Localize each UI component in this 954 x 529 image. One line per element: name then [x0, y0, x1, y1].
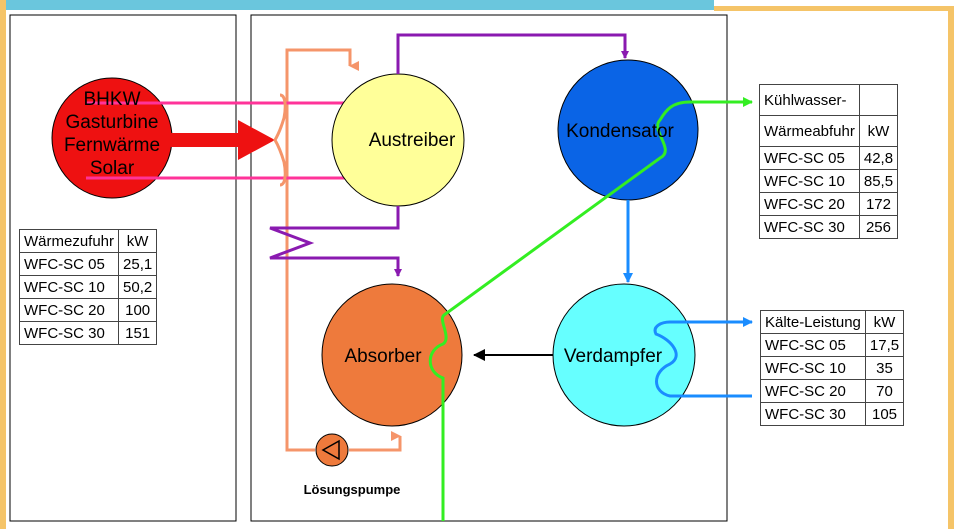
table-cell-value: 151	[118, 321, 158, 345]
pump-label: Lösungspumpe	[304, 482, 401, 497]
heat-source-label-4: Solar	[90, 158, 135, 179]
table-cell-value: 50,2	[118, 275, 158, 299]
table-header-empty	[858, 84, 899, 116]
heat-source-label-2: Gasturbine	[66, 112, 159, 133]
table-row: Wärmezufuhr kW	[18, 229, 158, 253]
table-cell: WFC-SC 05	[760, 333, 866, 357]
table-cell: WFC-SC 05	[759, 146, 860, 170]
table-row: WFC-SC 10 85,5	[759, 169, 899, 193]
absorber-label: Absorber	[344, 346, 422, 367]
table-cell-value: 85,5	[858, 169, 899, 193]
table-row: WFC-SC 20 100	[18, 298, 158, 322]
solution-circuit	[285, 48, 402, 452]
table-row: WFC-SC 30 256	[759, 215, 899, 239]
table-header: Kälte-Leistung	[760, 310, 866, 334]
verdampfer-label: Verdampfer	[564, 346, 663, 367]
table-header: Wärmezufuhr	[18, 229, 120, 253]
solution-heat-exchanger	[269, 206, 402, 277]
table-cell: WFC-SC 20	[760, 379, 866, 403]
austreiber-label: Austreiber	[369, 130, 456, 151]
table-row: WFC-SC 05 17,5	[760, 333, 905, 357]
chilled-water-line	[653, 317, 753, 398]
table-row: WFC-SC 20 172	[759, 192, 899, 216]
table-row: Kühlwasser-	[759, 84, 899, 116]
table-cell-value: 25,1	[118, 252, 158, 276]
table-cell: WFC-SC 30	[759, 215, 860, 239]
table-header: Kühlwasser-	[759, 84, 860, 116]
table-row: WFC-SC 10 50,2	[18, 275, 158, 299]
heat-exchanger-brace	[273, 93, 287, 187]
table-cell-value: 35	[864, 356, 905, 380]
table-header-unit: kW	[118, 229, 158, 253]
table-row: WFC-SC 10 35	[760, 356, 905, 380]
kuehlwasser-table: Kühlwasser- Wärmeabfuhr kW WFC-SC 05 42,…	[759, 84, 899, 239]
table-cell-value: 17,5	[864, 333, 905, 357]
vapour-line	[396, 33, 629, 74]
table-cell: WFC-SC 10	[760, 356, 866, 380]
table-cell: WFC-SC 10	[759, 169, 860, 193]
table-cell: WFC-SC 20	[759, 192, 860, 216]
table-cell: WFC-SC 30	[18, 321, 120, 345]
table-cell: WFC-SC 05	[18, 252, 120, 276]
table-row: WFC-SC 20 70	[760, 379, 905, 403]
cooling-water-line	[428, 97, 753, 521]
machine-box	[250, 14, 728, 522]
heat-source-label-3: Fernwärme	[64, 135, 160, 156]
table-cell-value: 100	[118, 298, 158, 322]
table-row: Wärmeabfuhr kW	[759, 115, 899, 147]
table-cell: WFC-SC 30	[760, 402, 866, 426]
kondensator-label: Kondensator	[566, 121, 674, 142]
table-cell-value: 172	[858, 192, 899, 216]
table-row: Kälte-Leistung kW	[760, 310, 905, 334]
top-border-cyan	[0, 0, 714, 10]
table-row: WFC-SC 30 105	[760, 402, 905, 426]
right-border	[948, 6, 954, 529]
table-cell-value: 70	[864, 379, 905, 403]
absorber-circle	[321, 283, 463, 427]
left-panel	[9, 14, 237, 522]
table-row: WFC-SC 05 42,8	[759, 146, 899, 170]
table-cell: WFC-SC 10	[18, 275, 120, 299]
table-cell: WFC-SC 20	[18, 298, 120, 322]
heat-source-label-1: BHKW	[84, 89, 141, 110]
table-cell-value: 42,8	[858, 146, 899, 170]
table-header-unit: kW	[864, 310, 905, 334]
kaelteleistung-table: Kälte-Leistung kW WFC-SC 05 17,5 WFC-SC …	[760, 310, 905, 426]
left-border	[0, 0, 6, 529]
pump-icon	[315, 433, 349, 467]
waermezufuhr-table: Wärmezufuhr kW WFC-SC 05 25,1 WFC-SC 10 …	[18, 229, 158, 345]
heat-input-arrow	[168, 120, 275, 160]
top-border-orange	[714, 6, 954, 11]
table-header-unit: kW	[858, 115, 899, 147]
table-header: Wärmeabfuhr	[759, 115, 860, 147]
table-cell-value: 105	[864, 402, 905, 426]
table-row: WFC-SC 30 151	[18, 321, 158, 345]
table-cell-value: 256	[858, 215, 899, 239]
table-row: WFC-SC 05 25,1	[18, 252, 158, 276]
